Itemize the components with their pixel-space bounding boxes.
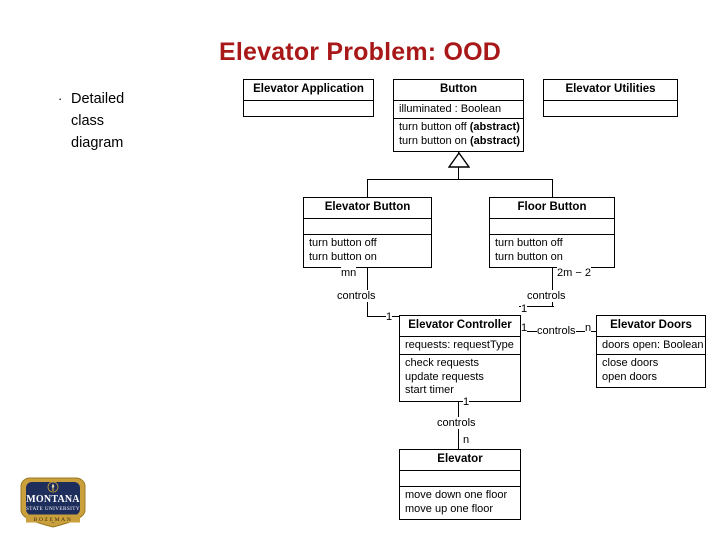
- assoc-label-doors: controls: [537, 325, 576, 337]
- uml-attributes-compartment: requests: requestType: [400, 336, 520, 354]
- assoc-label-elevator: controls: [437, 417, 476, 429]
- uml-attributes-compartment: [544, 100, 677, 116]
- uml-operation: start timer: [405, 384, 454, 396]
- assoc-multiplicity-controller-right: 1: [521, 303, 528, 315]
- uml-operation: turn button on: [309, 250, 377, 263]
- uml-attribute: doors open: Boolean: [602, 339, 704, 351]
- bullet-line: diagram: [71, 135, 124, 151]
- uml-operation-text: turn button on: [399, 134, 470, 147]
- uml-operations-compartment: check requests update requests start tim…: [400, 354, 520, 401]
- uml-attributes-compartment: [400, 470, 520, 486]
- uml-class-elevator-button[interactable]: Elevator Button turn button off turn but…: [303, 197, 432, 268]
- uml-operations-compartment: turn button off turn button on: [490, 234, 614, 267]
- generalization-drop-elevator-button: [367, 179, 369, 197]
- uml-operation: update requests: [405, 370, 484, 383]
- uml-class-name: Elevator Application: [253, 83, 364, 95]
- svg-text:MONTANA: MONTANA: [26, 494, 80, 505]
- uml-attributes-compartment: illuminated : Boolean: [394, 100, 523, 118]
- assoc-label-floor-button: controls: [527, 290, 566, 302]
- uml-class-name: Elevator Controller: [408, 319, 512, 331]
- assoc-line-elevator-button-horizontal: [367, 316, 399, 318]
- uml-class-name: Button: [439, 83, 478, 95]
- uml-operations-compartment: turn button off (abstract) turn button o…: [394, 118, 523, 151]
- assoc-line-floor-button-horizontal: [519, 306, 554, 308]
- assoc-multiplicity-controller-doors: 1: [521, 322, 528, 334]
- uml-operation: move up one floor: [405, 502, 494, 515]
- uml-operation: check requests: [405, 357, 479, 369]
- list-item: · Detailed class diagram: [55, 88, 225, 154]
- svg-text:STATE UNIVERSITY: STATE UNIVERSITY: [26, 506, 80, 512]
- uml-attributes-compartment: [490, 218, 614, 234]
- uml-class-elevator-doors[interactable]: Elevator Doors doors open: Boolean close…: [596, 315, 706, 388]
- generalization-horizontal: [367, 179, 553, 181]
- uml-class-name: Elevator Utilities: [565, 83, 656, 95]
- assoc-multiplicity-doors: n: [585, 322, 592, 334]
- uml-operation: turn button on (abstract): [399, 134, 521, 149]
- assoc-multiplicity-controller-elevator: 1: [463, 396, 470, 408]
- uml-class-elevator[interactable]: Elevator move down one floor move up one…: [399, 449, 521, 520]
- montana-state-university-logo: MONTANA STATE UNIVERSITY BOZEMAN: [18, 476, 88, 530]
- uml-operation: turn button off (abstract): [399, 121, 520, 135]
- uml-attribute: illuminated : Boolean: [399, 103, 502, 115]
- uml-operations-compartment: move down one floor move up one floor: [400, 486, 520, 519]
- uml-class-name: Floor Button: [517, 201, 587, 213]
- uml-class-button[interactable]: Button illuminated : Boolean turn button…: [393, 79, 524, 152]
- uml-attributes-compartment: [244, 100, 373, 116]
- bullet-list: · Detailed class diagram: [55, 88, 225, 154]
- assoc-multiplicity-elevator-button: mn: [341, 267, 357, 279]
- assoc-label-elevator-button: controls: [337, 290, 376, 302]
- generalization-triangle-icon: [447, 151, 471, 173]
- assoc-multiplicity-floor-button: 2m − 2: [557, 267, 591, 279]
- uml-class-elevator-application[interactable]: Elevator Application: [243, 79, 374, 117]
- uml-class-name: Elevator Button: [324, 201, 411, 213]
- bullet-line: class: [71, 113, 105, 129]
- uml-operation: turn button on: [495, 250, 563, 263]
- assoc-line-floor-button-vertical: [552, 265, 554, 307]
- uml-operation: move down one floor: [405, 489, 508, 501]
- uml-operation: turn button off: [495, 237, 563, 249]
- uml-attribute: requests: requestType: [405, 339, 514, 351]
- assoc-multiplicity-elevator: n: [463, 434, 470, 446]
- uml-class-name: Elevator Doors: [610, 319, 692, 331]
- uml-operation: close doors: [602, 357, 659, 369]
- uml-operations-compartment: turn button off turn button on: [304, 234, 431, 267]
- generalization-drop-floor-button: [552, 179, 554, 197]
- bullet-line: Detailed: [71, 91, 125, 107]
- uml-operations-compartment: close doors open doors: [597, 354, 705, 387]
- svg-text:BOZEMAN: BOZEMAN: [34, 517, 73, 523]
- uml-attributes-compartment: doors open: Boolean: [597, 336, 705, 354]
- uml-class-elevator-controller[interactable]: Elevator Controller requests: requestTyp…: [399, 315, 521, 402]
- generalization-vertical: [458, 166, 460, 180]
- uml-operation: turn button off: [309, 237, 377, 249]
- bullet-marker-icon: ·: [58, 91, 63, 106]
- uml-operation-abstract-tag: (abstract): [469, 134, 521, 147]
- page-title: Elevator Problem: OOD: [218, 38, 502, 66]
- uml-attributes-compartment: [304, 218, 431, 234]
- assoc-multiplicity-controller-left: 1: [386, 311, 393, 323]
- uml-operation-text: turn button off: [399, 121, 470, 133]
- uml-operation: open doors: [602, 370, 658, 383]
- bullet-text: Detailed class diagram: [71, 88, 124, 154]
- uml-class-floor-button[interactable]: Floor Button turn button off turn button…: [489, 197, 615, 268]
- uml-class-name: Elevator: [437, 453, 483, 465]
- uml-class-elevator-utilities[interactable]: Elevator Utilities: [543, 79, 678, 117]
- uml-operation-abstract-tag: (abstract): [469, 121, 520, 133]
